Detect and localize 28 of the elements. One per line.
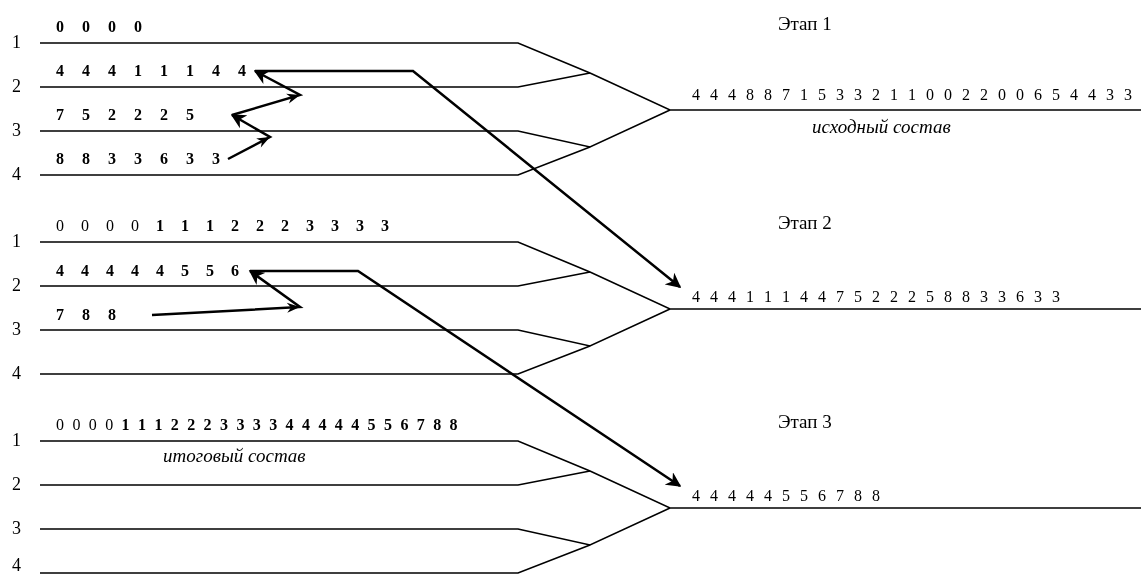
track-number: 3 — [12, 320, 21, 338]
track-number: 4 — [12, 165, 21, 183]
wagon-sequence: 0 0 0 0 1 1 1 2 2 2 3 3 3 3 4 4 4 4 4 5 5 6 7 8 8 — [55, 417, 460, 433]
wagon-sequence: 4 4 4 4 4 5 5 6 7 8 8 — [680, 486, 910, 506]
track-number: 2 — [12, 276, 21, 294]
track-number: 4 — [12, 556, 21, 574]
track-number: 2 — [12, 77, 21, 95]
track-number: 1 — [12, 33, 21, 51]
stage-title: Этап 1 — [778, 14, 832, 33]
track-number: 1 — [12, 232, 21, 250]
wagon-sequence: 4 4 4 4 4 5 5 6 — [50, 261, 250, 281]
wagon-sequence: 0 0 0 0 1 1 1 2 2 2 3 3 3 3 — [55, 218, 396, 234]
track-number: 2 — [12, 475, 21, 493]
caption: итоговый состав — [163, 446, 306, 465]
wagon-sequence: 7 8 8 — [50, 305, 152, 325]
track-number: 4 — [12, 364, 21, 382]
stage-title: Этап 3 — [778, 412, 832, 431]
wagon-sequence: 4 4 4 1 1 1 4 4 7 5 2 2 2 5 8 8 3 3 6 3 3 — [680, 287, 1110, 307]
stage-title: Этап 2 — [778, 213, 832, 232]
wagon-sequence: 4 4 4 1 1 1 4 4 — [50, 61, 255, 81]
wagon-sequence: 4 4 4 8 8 7 1 5 3 3 2 1 1 0 0 2 2 0 0 6 5 4 4 3 3 — [691, 87, 1135, 103]
wagon-sequence: 0 0 0 0 — [55, 19, 149, 35]
wagon-sequence: 8 8 3 3 6 3 3 — [50, 149, 228, 169]
track-number: 1 — [12, 431, 21, 449]
track-number: 3 — [12, 121, 21, 139]
caption: исходный состав — [812, 117, 951, 136]
track-number: 3 — [12, 519, 21, 537]
wagon-sequence: 7 5 2 2 2 5 — [50, 105, 232, 125]
